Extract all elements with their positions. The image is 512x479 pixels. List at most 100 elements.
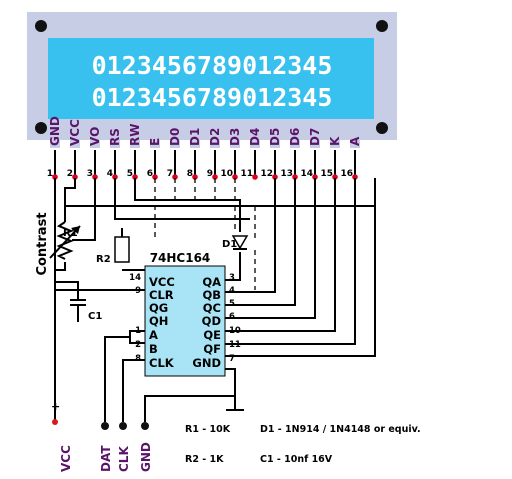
chip-pin-label: QH bbox=[149, 314, 168, 328]
terminal-icon bbox=[119, 422, 127, 430]
terminal-icon bbox=[101, 422, 109, 430]
pin-number: 15 bbox=[320, 169, 333, 179]
mount-hole-icon bbox=[35, 20, 47, 32]
chip-pin-label: CLR bbox=[149, 288, 174, 302]
r1-label: R1 bbox=[63, 228, 78, 239]
chip-pin-number: 6 bbox=[229, 312, 235, 322]
note-r1: R1 - 10K bbox=[185, 424, 231, 435]
pin-pad-icon bbox=[292, 174, 298, 180]
capacitor-c1: C1 bbox=[70, 299, 102, 322]
pin-number: 13 bbox=[280, 169, 293, 179]
c1-label: C1 bbox=[88, 311, 102, 322]
lcd-screen bbox=[48, 38, 374, 119]
pin-number: 9 bbox=[207, 169, 213, 179]
pin-pad-icon bbox=[252, 174, 258, 180]
chip-pin-label: QF bbox=[203, 342, 221, 356]
pin-pad-icon bbox=[212, 174, 218, 180]
pin-tab bbox=[170, 140, 180, 148]
pin-number: 3 bbox=[87, 169, 93, 179]
pin-tab bbox=[230, 140, 240, 148]
pin-pad-icon bbox=[192, 174, 198, 180]
pin-number: 2 bbox=[67, 169, 73, 179]
pin-label: D0 bbox=[168, 128, 182, 146]
lcd-line-1: 0123456789012345 bbox=[92, 51, 333, 80]
pin-tab bbox=[50, 140, 60, 148]
diode-d1: D1 bbox=[222, 235, 249, 250]
chip-pin-label: QE bbox=[203, 328, 221, 342]
note-d1: D1 - 1N914 / 1N4148 or equiv. bbox=[260, 424, 421, 435]
note-c1: C1 - 10nf 16V bbox=[260, 454, 333, 465]
pin-number: 6 bbox=[147, 169, 153, 179]
chip-pin-number: 7 bbox=[229, 354, 235, 364]
power-plus: + bbox=[51, 400, 60, 425]
chip-body bbox=[144, 265, 226, 377]
lcd-pin-header: GND1VCC2VO3RS4RW5E6D07D18D29D310D411D512… bbox=[47, 116, 362, 180]
pin-label: A bbox=[348, 136, 362, 146]
chip-pin-label: A bbox=[149, 328, 158, 342]
pin-number: 14 bbox=[300, 169, 313, 179]
note-r2: R2 - 1K bbox=[185, 454, 224, 465]
pin-pad-icon bbox=[132, 174, 138, 180]
pin-label: VO bbox=[88, 127, 102, 146]
pin-label: D6 bbox=[288, 128, 302, 146]
connector-label: CLK bbox=[117, 446, 131, 472]
pin-pad-icon bbox=[172, 174, 178, 180]
pin-pad-icon bbox=[352, 174, 358, 180]
pin-tab bbox=[150, 140, 160, 148]
pin-tab bbox=[250, 140, 260, 148]
d1-label: D1 bbox=[222, 239, 237, 250]
pin-pad-icon bbox=[312, 174, 318, 180]
pin-pad-icon bbox=[112, 174, 118, 180]
pin-tab bbox=[270, 140, 280, 148]
contrast-label: Contrast bbox=[35, 212, 50, 275]
parts-list: R1 - 10K R2 - 1K D1 - 1N914 / 1N4148 or … bbox=[185, 424, 421, 465]
pin-tab bbox=[190, 140, 200, 148]
chip-pin-label: GND bbox=[192, 356, 221, 370]
chip-pin-number: 2 bbox=[135, 340, 141, 350]
chip-name: 74HC164 bbox=[150, 251, 211, 265]
lcd-module: 0123456789012345 0123456789012345 bbox=[27, 12, 397, 140]
pin-tab bbox=[130, 140, 140, 148]
pin-pad-icon bbox=[92, 174, 98, 180]
mount-hole-icon bbox=[35, 122, 47, 134]
chip-pin-number: 9 bbox=[135, 286, 141, 296]
chip-pin-number: 4 bbox=[229, 286, 235, 296]
pin-label: D2 bbox=[208, 128, 222, 146]
pin-label: VCC bbox=[68, 119, 82, 146]
pin-number: 7 bbox=[167, 169, 173, 179]
terminal-icon bbox=[141, 422, 149, 430]
connector-label: DAT bbox=[99, 445, 113, 472]
pin-number: 4 bbox=[107, 169, 113, 179]
wiring bbox=[54, 178, 376, 422]
pin-tab bbox=[70, 140, 80, 148]
pin-label: E bbox=[148, 138, 162, 146]
pin-number: 10 bbox=[220, 169, 233, 179]
chip-pin-number: 1 bbox=[135, 326, 141, 336]
chip-pin-number: 11 bbox=[229, 340, 241, 350]
lcd-line-2: 0123456789012345 bbox=[92, 83, 333, 112]
pin-tab bbox=[110, 140, 120, 148]
resistor-r2: R2 bbox=[96, 236, 130, 265]
plus-label: + bbox=[51, 400, 60, 413]
pin-pad-icon bbox=[72, 174, 78, 180]
pin-number: 1 bbox=[47, 169, 53, 179]
chip-pin-label: QC bbox=[203, 301, 221, 315]
pin-tab bbox=[210, 140, 220, 148]
pin-number: 12 bbox=[260, 169, 273, 179]
chip-pin-number: 5 bbox=[229, 299, 235, 309]
pin-number: 11 bbox=[240, 169, 253, 179]
pin-label: D4 bbox=[248, 128, 262, 146]
chip-pin-number: 14 bbox=[129, 273, 141, 283]
pin-tab bbox=[330, 140, 340, 148]
pin-label: D5 bbox=[268, 128, 282, 146]
chip-pin-label: QG bbox=[149, 301, 168, 315]
pin-tab bbox=[90, 140, 100, 148]
pin-pad-icon bbox=[232, 174, 238, 180]
pin-label: D7 bbox=[308, 128, 322, 146]
chip-pin-label: QB bbox=[202, 288, 221, 302]
chip-pin-label: QA bbox=[202, 275, 221, 289]
r2-label: R2 bbox=[96, 254, 111, 265]
chip-pin-label: CLK bbox=[149, 356, 175, 370]
